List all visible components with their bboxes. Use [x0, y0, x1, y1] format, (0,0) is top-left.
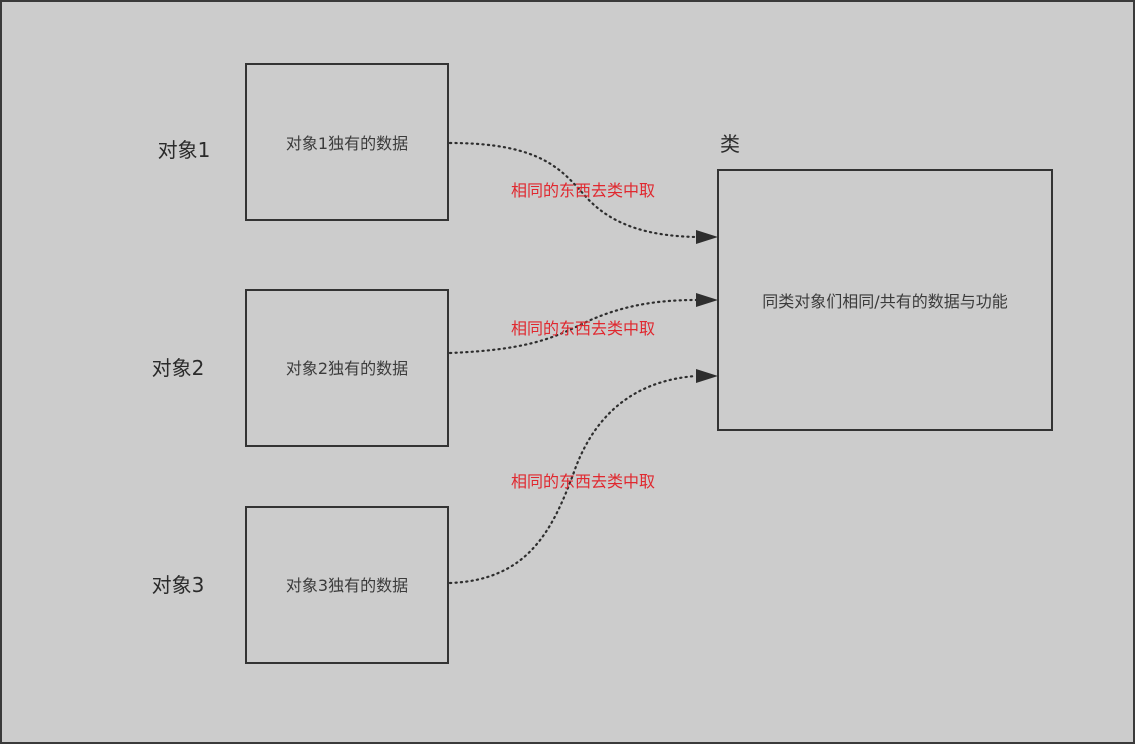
- connector-3-label: 相同的东西去类中取: [511, 472, 655, 491]
- class-title: 类: [720, 132, 740, 156]
- object-2-label: 对象2: [152, 356, 205, 380]
- connector-2-arrow-icon: [696, 293, 718, 307]
- object-1-label: 对象1: [158, 138, 211, 162]
- object-1-box-text: 对象1独有的数据: [286, 134, 408, 153]
- class-box-text: 同类对象们相同/共有的数据与功能: [762, 292, 1007, 311]
- object-3-box[interactable]: [245, 506, 449, 664]
- connector-2-label: 相同的东西去类中取: [511, 319, 655, 338]
- object-3-box-text: 对象3独有的数据: [286, 576, 408, 595]
- connector-3-arrow-icon: [696, 369, 718, 383]
- object-3-label: 对象3: [152, 573, 205, 597]
- connector-1: [448, 141, 698, 239]
- connector-2: [448, 298, 698, 355]
- object-2-box-text: 对象2独有的数据: [286, 359, 408, 378]
- object-2-box[interactable]: [245, 289, 449, 447]
- connector-1-arrow-icon: [696, 230, 718, 244]
- connector-1-label: 相同的东西去类中取: [511, 181, 655, 200]
- connector-3: [448, 374, 698, 585]
- object-1-box[interactable]: [245, 63, 449, 221]
